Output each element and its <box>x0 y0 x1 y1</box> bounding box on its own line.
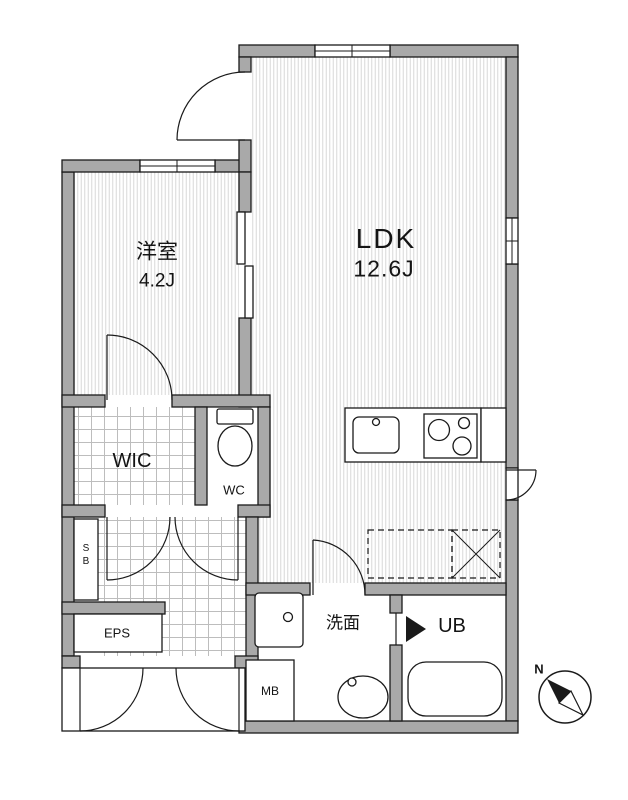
wic-label: WIC <box>112 450 152 472</box>
toilet-icon <box>216 408 254 467</box>
entrance-porch <box>61 667 246 732</box>
opening-right-door <box>505 467 519 501</box>
shoe-box-label-b: B <box>82 556 90 567</box>
shoe-box-label-s: S <box>82 543 90 554</box>
bedroom-label: 洋室 <box>136 240 178 264</box>
walls <box>61 44 519 734</box>
kitchen-unit <box>344 407 507 463</box>
shoe-box <box>73 518 99 601</box>
washroom-label: 洗面 <box>326 613 360 633</box>
window-top-ldk <box>314 44 391 58</box>
door-arc-washroom <box>312 539 366 596</box>
compass-icon <box>538 670 592 724</box>
unit-bath-label: UB <box>438 615 466 637</box>
eps-box <box>73 613 163 653</box>
bath-door-icon <box>395 613 426 645</box>
door-arc-entry <box>176 71 246 141</box>
ldk-area-label: 12.6J <box>353 255 415 282</box>
meter-box <box>245 659 295 722</box>
ldk-label: LDK <box>355 223 417 254</box>
window-top-bedroom <box>139 159 216 173</box>
door-arc-wc <box>174 516 239 581</box>
door-arc-right-wall <box>505 469 537 501</box>
doors <box>79 71 537 732</box>
washbasin-icon <box>254 592 304 648</box>
door-arc-porch-left <box>79 667 144 732</box>
bathtub-icon <box>407 661 503 717</box>
washing-machine-icon <box>337 675 389 719</box>
stove-icon <box>423 413 478 459</box>
windows <box>139 44 519 501</box>
service-boxes <box>61 518 295 732</box>
sliding-door <box>236 211 254 319</box>
meter-box-label: MB <box>261 684 279 698</box>
door-arc-wic <box>106 516 171 581</box>
wc-label: WC <box>223 482 245 498</box>
compass-north-label: N <box>534 661 544 677</box>
dashed-furniture-outline <box>367 529 501 579</box>
kitchen-sink-icon <box>352 416 400 454</box>
refrigerator-space <box>480 407 507 463</box>
window-right-ldk <box>505 217 519 265</box>
bedroom-area-label: 4.2J <box>139 270 175 292</box>
eps-label: EPS <box>103 625 131 641</box>
door-arc-porch-right <box>175 667 240 732</box>
floor-hatching <box>74 57 506 656</box>
door-arc-bedroom <box>106 334 173 401</box>
